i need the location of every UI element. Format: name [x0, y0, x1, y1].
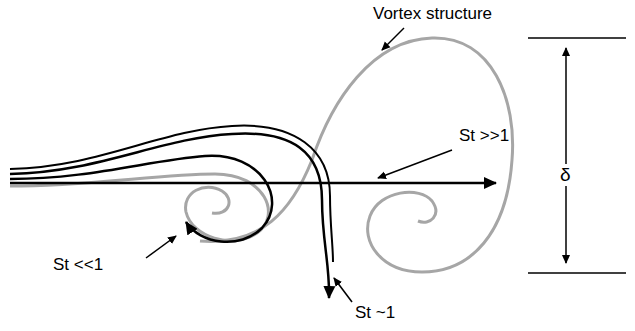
trajectory-mid-st [10, 134, 329, 298]
dimension-line [565, 48, 567, 263]
leader-line [382, 28, 404, 50]
leader-line [334, 278, 352, 302]
callout-label: St <<1 [52, 255, 104, 275]
trajectory-low-st [10, 156, 272, 242]
leader-line [146, 236, 176, 258]
trajectory-mid-st [10, 126, 333, 262]
callout-label: St >>1 [458, 126, 510, 146]
trajectory-high-st [10, 182, 496, 185]
leader-line [378, 150, 452, 178]
callout-label: St ~1 [354, 303, 396, 323]
callout-label: Vortex structure [372, 4, 493, 24]
dimension-label: δ [559, 164, 572, 186]
dimension-tick [528, 37, 626, 39]
dimension-tick [528, 272, 626, 274]
